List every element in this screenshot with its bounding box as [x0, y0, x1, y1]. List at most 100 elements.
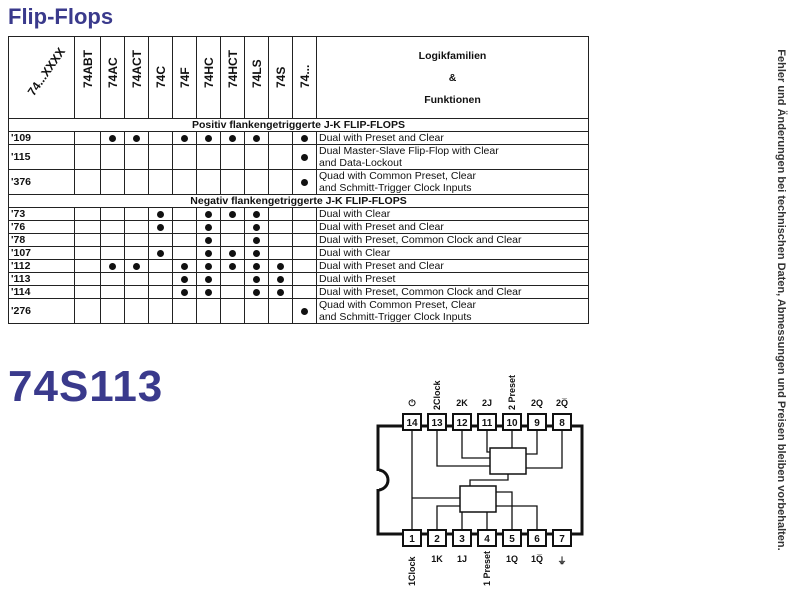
availability-dot: [109, 134, 116, 142]
availability-cell: [244, 220, 269, 234]
description-line: Quad with Common Preset, Clear: [319, 170, 476, 182]
availability-cell: [172, 207, 197, 221]
availability-dot: [229, 262, 236, 270]
availability-cell: [74, 144, 101, 170]
availability-cell: [196, 144, 221, 170]
availability-cell: [196, 169, 221, 195]
availability-cell: [100, 144, 125, 170]
type-code: '376: [8, 169, 75, 195]
availability-cell: [74, 246, 101, 260]
availability-cell: [124, 169, 149, 195]
availability-cell: [74, 220, 101, 234]
availability-cell: [74, 131, 101, 145]
availability-cell: [148, 298, 173, 324]
top-pin-number: 11: [482, 418, 493, 429]
availability-cell: [100, 259, 125, 273]
availability-dot: [253, 262, 260, 270]
availability-dot: [181, 275, 188, 283]
family-label: 74HC: [201, 56, 216, 88]
availability-cell: [220, 259, 245, 273]
family-label: 74C: [153, 65, 168, 88]
function-description: Dual with Preset and Clear: [316, 220, 589, 234]
description-line: and Schmitt-Trigger Clock Inputs: [319, 182, 472, 194]
description-header-line: Funktionen: [424, 93, 481, 106]
availability-cell: [244, 131, 269, 145]
availability-cell: [124, 220, 149, 234]
top-pin-label: 2J: [482, 398, 492, 408]
internal-wire: [436, 505, 460, 530]
availability-cell: [148, 233, 173, 247]
description-line: Dual with Preset and Clear: [319, 221, 444, 233]
description-line: Dual with Preset, Common Clock and Clear: [319, 286, 522, 298]
availability-cell: [74, 298, 101, 324]
ic-notch: [377, 468, 390, 492]
function-description: Dual with Preset, Common Clock and Clear: [316, 285, 589, 299]
availability-dot: [109, 262, 116, 270]
type-code: '76: [8, 220, 75, 234]
availability-cell: [172, 259, 197, 273]
family-label: 74HCT: [225, 49, 240, 88]
family-header: 74F: [172, 36, 197, 119]
flip-flop-1-block: [459, 485, 497, 513]
availability-cell: [124, 246, 149, 260]
internal-wire: [526, 430, 538, 455]
availability-cell: [268, 131, 293, 145]
section-title: Negativ flankengetriggerte J-K FLIP-FLOP…: [8, 194, 589, 208]
availability-cell: [148, 259, 173, 273]
availability-cell: [148, 285, 173, 299]
description-line: Quad with Common Preset, Clear: [319, 299, 476, 311]
description-line: Dual with Preset and Clear: [319, 260, 444, 272]
availability-cell: [292, 233, 317, 247]
availability-cell: [172, 298, 197, 324]
availability-cell: [124, 298, 149, 324]
availability-cell: [196, 259, 221, 273]
availability-cell: [220, 207, 245, 221]
availability-dot: [205, 210, 212, 218]
family-header: 74LS: [244, 36, 269, 119]
top-pin-label: 2K: [456, 398, 468, 408]
function-description: Dual with Preset, Common Clock and Clear: [316, 233, 589, 247]
availability-cell: [268, 298, 293, 324]
internal-wire: [496, 491, 513, 530]
availability-cell: [148, 220, 173, 234]
availability-cell: [124, 144, 149, 170]
page-title: Flip-Flops: [8, 4, 114, 29]
availability-cell: [292, 285, 317, 299]
bottom-pin-label: 1Clock: [407, 555, 417, 586]
availability-cell: [244, 246, 269, 260]
availability-cell: [196, 246, 221, 260]
family-header: 74HCT: [220, 36, 245, 119]
description-line: Dual with Clear: [319, 208, 391, 220]
type-code: '276: [8, 298, 75, 324]
availability-cell: [74, 285, 101, 299]
availability-dot: [229, 249, 236, 257]
availability-dot: [253, 223, 260, 231]
bottom-pin-number: 6: [534, 534, 540, 545]
section-title: Positiv flankengetriggerte J-K FLIP-FLOP…: [8, 118, 589, 132]
availability-cell: [148, 246, 173, 260]
availability-cell: [244, 259, 269, 273]
availability-cell: [268, 259, 293, 273]
top-pin-label: 2Q: [531, 398, 543, 408]
availability-cell: [172, 131, 197, 145]
availability-cell: [292, 169, 317, 195]
availability-dot: [301, 307, 308, 315]
internal-wire: [461, 430, 490, 459]
top-pin-number: 9: [534, 418, 540, 429]
internal-wire: [496, 505, 538, 530]
availability-cell: [292, 272, 317, 286]
table-body: Positiv flankengetriggerte J-K FLIP-FLOP…: [8, 118, 589, 324]
availability-dot: [157, 223, 164, 231]
availability-cell: [244, 285, 269, 299]
description-line: Dual with Preset and Clear: [319, 132, 444, 144]
availability-cell: [148, 131, 173, 145]
type-code: '113: [8, 272, 75, 286]
availability-cell: [220, 298, 245, 324]
availability-dot: [253, 134, 260, 142]
availability-cell: [124, 285, 149, 299]
availability-cell: [244, 169, 269, 195]
